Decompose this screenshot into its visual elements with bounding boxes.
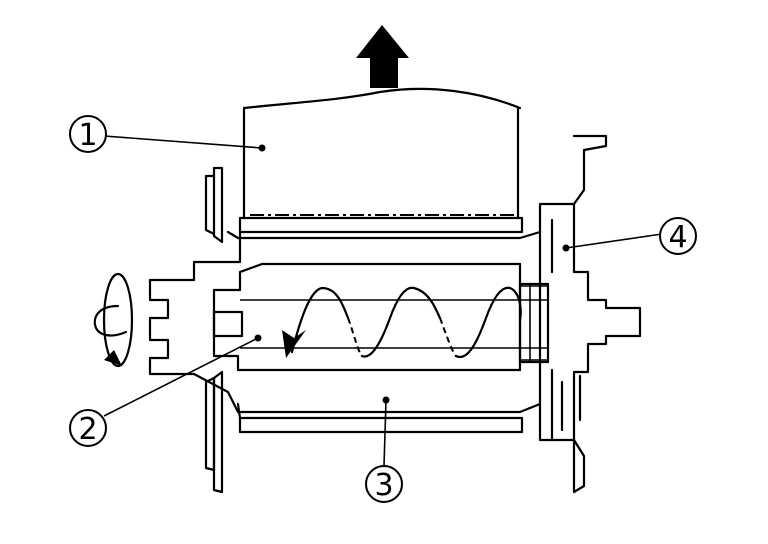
inner-shaft (212, 262, 550, 372)
callout-3: 3 (365, 396, 403, 503)
callout-2-label: 2 (78, 412, 97, 447)
helix-spring (290, 286, 522, 359)
rotation-arrow-icon (93, 272, 134, 368)
lower-housing-band (192, 372, 542, 434)
callout-4-label: 4 (668, 220, 687, 255)
callout-4: 4 (562, 217, 697, 255)
callout-1-label: 1 (78, 118, 97, 153)
callout-1: 1 (69, 115, 266, 153)
upper-cylinder (242, 87, 522, 220)
callout-3-label: 3 (374, 468, 393, 503)
spiral-flow-arrow-icon (282, 330, 306, 358)
callout-2: 2 (69, 334, 262, 447)
upper-housing-band (148, 216, 542, 376)
right-flange (538, 134, 642, 494)
up-arrow-icon (356, 25, 409, 88)
